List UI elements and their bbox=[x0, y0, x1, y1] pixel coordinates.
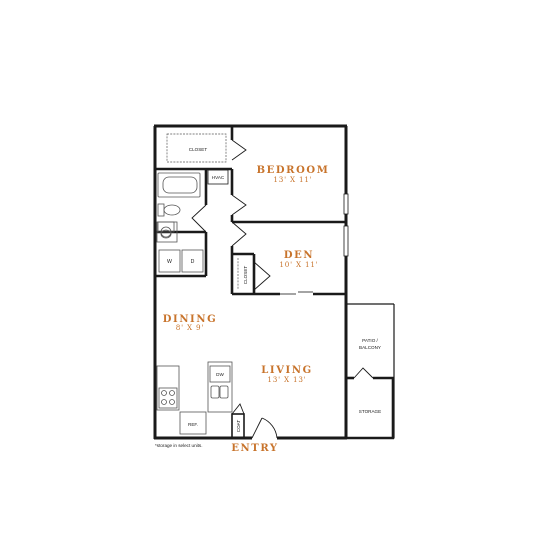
vanity-sink-icon bbox=[160, 226, 172, 238]
refrigerator-icon bbox=[179, 411, 207, 435]
den-closet-label: CLOSET bbox=[243, 266, 248, 285]
kitchen-counter-left bbox=[156, 365, 180, 411]
coat-closet-box bbox=[231, 413, 245, 439]
den-name: DEN bbox=[284, 250, 314, 261]
storage-door-icon bbox=[353, 367, 374, 379]
entry-door-arc-icon bbox=[261, 417, 278, 439]
closet-top-shelf bbox=[166, 133, 227, 163]
vanity-counter bbox=[156, 221, 178, 243]
bedroom-window bbox=[343, 193, 349, 215]
refrigerator-label: REF. bbox=[188, 422, 198, 427]
hvac-label: HVAC bbox=[212, 175, 225, 180]
closet-top-door-icon bbox=[231, 139, 247, 161]
dishwasher-icon bbox=[209, 365, 231, 383]
storage-walls bbox=[346, 376, 395, 440]
storage-note: *storage in select units. bbox=[155, 443, 203, 448]
washer-icon bbox=[158, 249, 181, 273]
stove-icon bbox=[158, 387, 178, 409]
closet-top: CLOSET bbox=[166, 133, 227, 163]
den-closet: CLOSET bbox=[237, 258, 248, 290]
bathtub-basin-icon bbox=[162, 176, 198, 194]
den-window bbox=[343, 225, 349, 257]
dining-dims: 8' X 9' bbox=[176, 323, 204, 332]
den-closet-door-icon bbox=[253, 261, 271, 291]
patio-label-line1: PATIO / bbox=[362, 338, 378, 343]
interior-walls bbox=[155, 126, 354, 380]
laundry: W D bbox=[158, 249, 204, 273]
entry-label: ENTRY bbox=[231, 443, 278, 454]
coat-door-icon bbox=[231, 403, 245, 415]
dishwasher-label: DW bbox=[216, 372, 224, 377]
living-dims: 13' X 13' bbox=[267, 375, 306, 384]
living-name: LIVING bbox=[261, 365, 312, 376]
kitchen-sink-icon bbox=[210, 385, 229, 399]
bedroom-name: BEDROOM bbox=[257, 165, 330, 176]
toilet-tank-icon bbox=[157, 203, 165, 217]
closet-top-label: CLOSET bbox=[189, 147, 208, 152]
patio-label-line2: BALCONY bbox=[359, 345, 381, 350]
dining-name: DINING bbox=[163, 314, 217, 325]
toilet-bowl-icon bbox=[163, 204, 181, 216]
coat-closet: COAT bbox=[231, 413, 245, 439]
coat-label: COAT bbox=[236, 420, 241, 433]
bathroom bbox=[157, 172, 201, 239]
bath-door-icon bbox=[191, 204, 207, 233]
bathtub-icon bbox=[157, 172, 201, 198]
den-dims: 10' X 11' bbox=[279, 260, 318, 269]
entry-door-leaf bbox=[251, 417, 263, 439]
bedroom-dims: 13' X 11' bbox=[273, 175, 312, 184]
dryer-icon bbox=[181, 249, 204, 273]
bedroom-door-icon bbox=[231, 194, 247, 216]
washer-label: W bbox=[167, 259, 172, 265]
vanity-counter-icon bbox=[156, 221, 178, 243]
windows bbox=[343, 193, 349, 257]
hvac: HVAC bbox=[207, 169, 229, 185]
dryer-label: D bbox=[191, 259, 195, 265]
hvac-box bbox=[207, 169, 229, 185]
refrigerator: REF. bbox=[179, 411, 207, 435]
exterior-walls bbox=[153, 124, 348, 440]
kitchen-island bbox=[207, 361, 233, 413]
kitchen bbox=[156, 361, 233, 413]
doors bbox=[191, 139, 374, 439]
storage-label: STORAGE bbox=[359, 409, 381, 414]
den-door-icon bbox=[231, 221, 247, 247]
patio-balcony bbox=[346, 303, 395, 438]
